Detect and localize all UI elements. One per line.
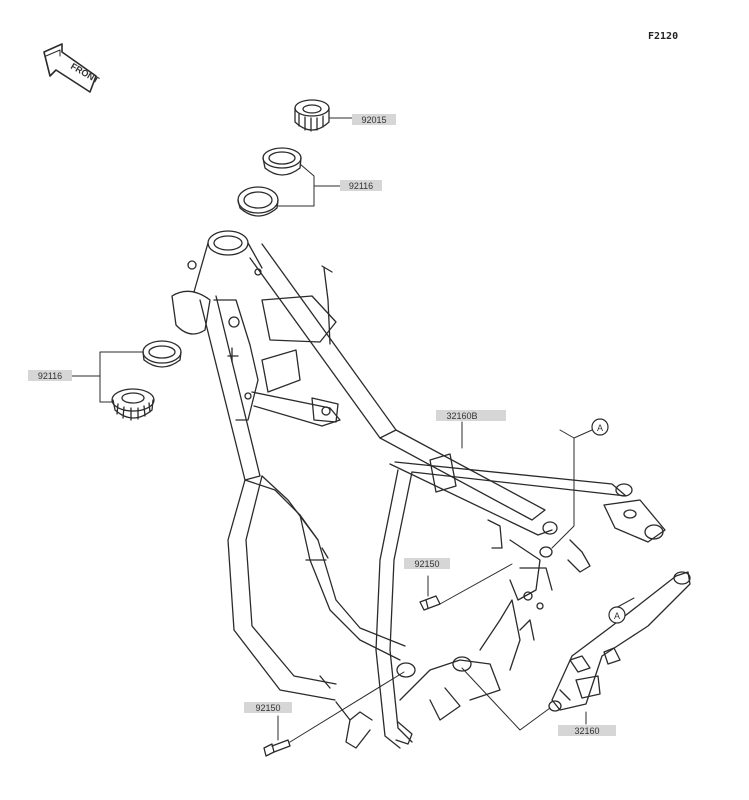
svg-text:92015: 92015: [361, 115, 386, 125]
frame-rail: [548, 571, 691, 712]
svg-text:92116: 92116: [38, 371, 62, 381]
bolt-low: [263, 739, 291, 757]
figure-code: F2120: [648, 31, 678, 42]
part-label-92116-upper[interactable]: 92116: [340, 180, 382, 191]
svg-text:A: A: [597, 423, 603, 433]
callout-a-lower: A: [608, 606, 626, 624]
part-label-32160b[interactable]: 32160B: [436, 410, 506, 421]
part-label-92015[interactable]: 92015: [352, 114, 396, 125]
part-label-92116-lower[interactable]: 92116: [28, 370, 72, 381]
upper-bearing-race: [237, 147, 302, 217]
front-arrow-icon: [43, 43, 97, 93]
svg-text:92150: 92150: [255, 703, 280, 713]
part-label-32160[interactable]: 32160: [558, 725, 616, 736]
svg-text:A: A: [614, 611, 620, 621]
leader-lines: [71, 117, 635, 743]
bolt-mid: [419, 595, 441, 611]
svg-text:92116: 92116: [349, 181, 373, 191]
stem-nut: [294, 99, 330, 132]
svg-text:32160B: 32160B: [446, 411, 477, 421]
part-label-92150-mid[interactable]: 92150: [404, 558, 450, 569]
part-label-92150-low[interactable]: 92150: [244, 702, 292, 713]
callout-a-upper: A: [573, 418, 609, 439]
lower-bearing-race: [111, 340, 182, 421]
svg-text:32160: 32160: [574, 726, 599, 736]
svg-text:92150: 92150: [414, 559, 439, 569]
frame-main: [171, 230, 666, 749]
